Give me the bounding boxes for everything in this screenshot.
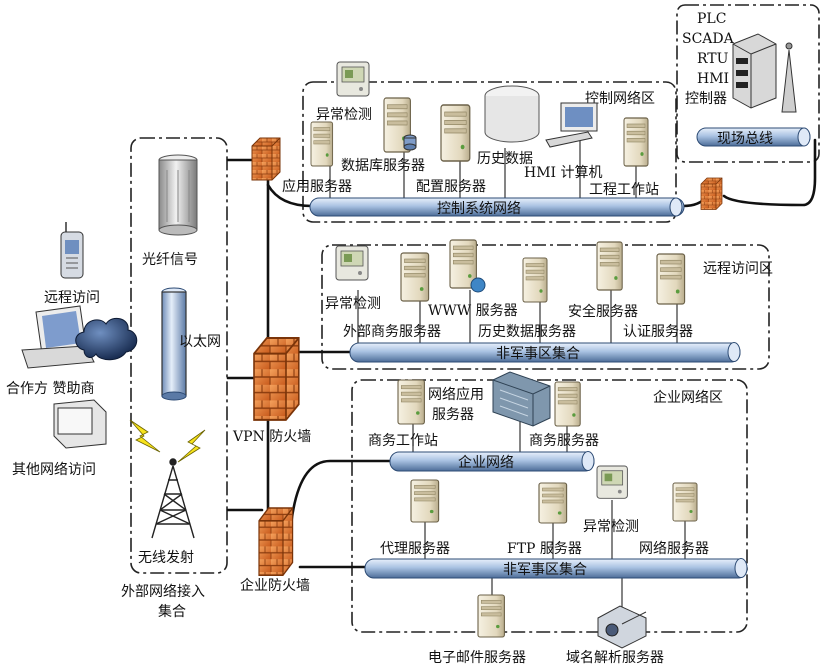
- field-bus: 现场总线: [696, 127, 811, 147]
- remote-anomaly-label: 异常检测: [325, 296, 381, 312]
- remote-auth-server: [656, 253, 686, 305]
- vpn-firewall-label: VPN 防火墙: [232, 429, 311, 445]
- external-zone-label-1: 外部网络接入: [121, 583, 205, 600]
- control-link: [266, 183, 314, 208]
- laptop-icon: [21, 305, 95, 369]
- left-other-label: 其他网络访问: [12, 462, 96, 478]
- control-zone: [302, 81, 677, 223]
- enterprise-ftp-label: FTP 服务器: [507, 541, 582, 557]
- remote-history-server: [522, 257, 548, 303]
- ethernet-pillar-icon: [161, 287, 187, 401]
- nonmil-bus-1: 非军事区集合: [349, 342, 741, 363]
- field-bus-label: 现场总线: [717, 131, 773, 147]
- enterprise-ftp-server: [538, 482, 568, 524]
- enterprise-netapp-label-2: 服务器: [432, 407, 474, 423]
- enterprise-mail-label: 电子邮件服务器: [428, 650, 526, 666]
- enterprise-bus-label: 企业网络: [458, 454, 514, 471]
- fiber-pillar-icon: [158, 154, 198, 236]
- external-zone: [130, 137, 228, 574]
- field-device-controller: 控制器: [685, 91, 727, 107]
- nonmil-bus-2-label: 非军事区集合: [503, 561, 587, 578]
- enterprise-netapp-label-1: 网络应用: [428, 386, 484, 403]
- control-db-label: 数据库服务器: [341, 158, 425, 174]
- enterprise-workstation: [397, 379, 425, 425]
- field-device-scada: SCADA: [682, 31, 735, 47]
- remote-security-label: 安全服务器: [568, 303, 638, 320]
- wireless-tower-icon: [151, 458, 195, 539]
- hmi-computer-icon: [545, 102, 598, 148]
- enterprise-network-label: 网络服务器: [639, 541, 709, 557]
- ethernet-label: 以太网: [179, 334, 221, 350]
- dns-projector-icon: [597, 605, 647, 649]
- control-bus: 控制系统网络: [309, 197, 685, 217]
- control-config-server: [440, 104, 471, 162]
- top-firewall: [251, 137, 281, 181]
- field-firewall: [700, 177, 723, 210]
- control-bus-label: 控制系统网络: [437, 201, 521, 217]
- remote-www-label: WWW 服务器: [428, 303, 518, 319]
- control-hmi-label: HMI 计算机: [524, 165, 603, 181]
- enterprise-proxy-label: 代理服务器: [380, 541, 450, 557]
- remote-zone: [321, 244, 770, 370]
- field-device-plc: PLC: [697, 11, 726, 27]
- nonmil-bus-1-label: 非军事区集合: [496, 345, 580, 362]
- control-app-label: 应用服务器: [282, 178, 352, 195]
- control-config-label: 配置服务器: [416, 179, 486, 195]
- device-drops: [329, 128, 721, 612]
- enterprise-firewall: [258, 507, 294, 577]
- control-history-label: 历史数据: [477, 151, 533, 167]
- remote-history-label: 历史数据服务器: [478, 324, 576, 340]
- globe-icon: [470, 277, 486, 293]
- left-partner-label: 合作方 赞助商: [6, 381, 94, 397]
- enterprise-workstation-label: 商务工作站: [368, 433, 438, 449]
- left-remote-label: 远程访问: [44, 290, 100, 306]
- rack-server-icon: [732, 33, 777, 109]
- remote-security-server: [596, 241, 623, 291]
- control-anomaly-monitor: [336, 61, 370, 97]
- db-disk-icon: [403, 134, 417, 151]
- field-zone: [676, 4, 820, 163]
- cloud-icon: [75, 317, 138, 361]
- enterprise-biz-label: 商务服务器: [529, 433, 599, 449]
- wireless-signal-icon: [129, 419, 206, 463]
- enterprise-bus: 企业网络: [389, 451, 595, 472]
- antenna-icon: [781, 42, 797, 113]
- vpn-firewall: [253, 337, 300, 421]
- rack-cluster-icon: [492, 371, 551, 427]
- enterprise-network-server: [672, 482, 698, 522]
- control-anomaly-label: 异常检测: [316, 107, 372, 123]
- crt-monitor-icon: [53, 399, 107, 449]
- control-app-server: [310, 121, 334, 167]
- enterprise-zone: [351, 379, 748, 633]
- enterprise-zone-label: 企业网络区: [653, 389, 723, 406]
- phone-icon: [60, 222, 84, 279]
- fiber-label: 光纤信号: [142, 252, 198, 268]
- field-device-hmi: HMI: [697, 71, 729, 87]
- external-zone-label-2: 集合: [158, 603, 186, 620]
- wireless-label: 无线发射: [138, 550, 194, 566]
- enterprise-proxy-server: [410, 479, 440, 523]
- nonmil-bus-2: 非军事区集合: [364, 558, 748, 579]
- enterprise-anomaly-label: 异常检测: [583, 519, 639, 535]
- remote-anomaly-monitor: [335, 245, 369, 281]
- remote-zone-label: 远程访问区: [703, 261, 773, 277]
- remote-auth-label: 认证服务器: [623, 324, 693, 340]
- field-device-rtu: RTU: [697, 51, 729, 67]
- remote-biz-label: 外部商务服务器: [343, 324, 441, 340]
- enterprise-mail-server: [477, 594, 505, 638]
- enterprise-firewall-label: 企业防火墙: [240, 577, 310, 594]
- enterprise-biz-server: [554, 381, 581, 427]
- enterprise-anomaly-monitor: [596, 465, 628, 499]
- control-engineer-label: 工程工作站: [589, 182, 659, 198]
- field-link-2: [722, 138, 817, 207]
- remote-biz-server: [400, 252, 430, 302]
- control-engineer-server: [623, 117, 649, 167]
- enterprise-dns-label: 域名解析服务器: [566, 650, 664, 666]
- enterprise-link: [288, 459, 392, 537]
- control-zone-label: 控制网络区: [585, 91, 655, 107]
- history-data-icon: [484, 85, 540, 143]
